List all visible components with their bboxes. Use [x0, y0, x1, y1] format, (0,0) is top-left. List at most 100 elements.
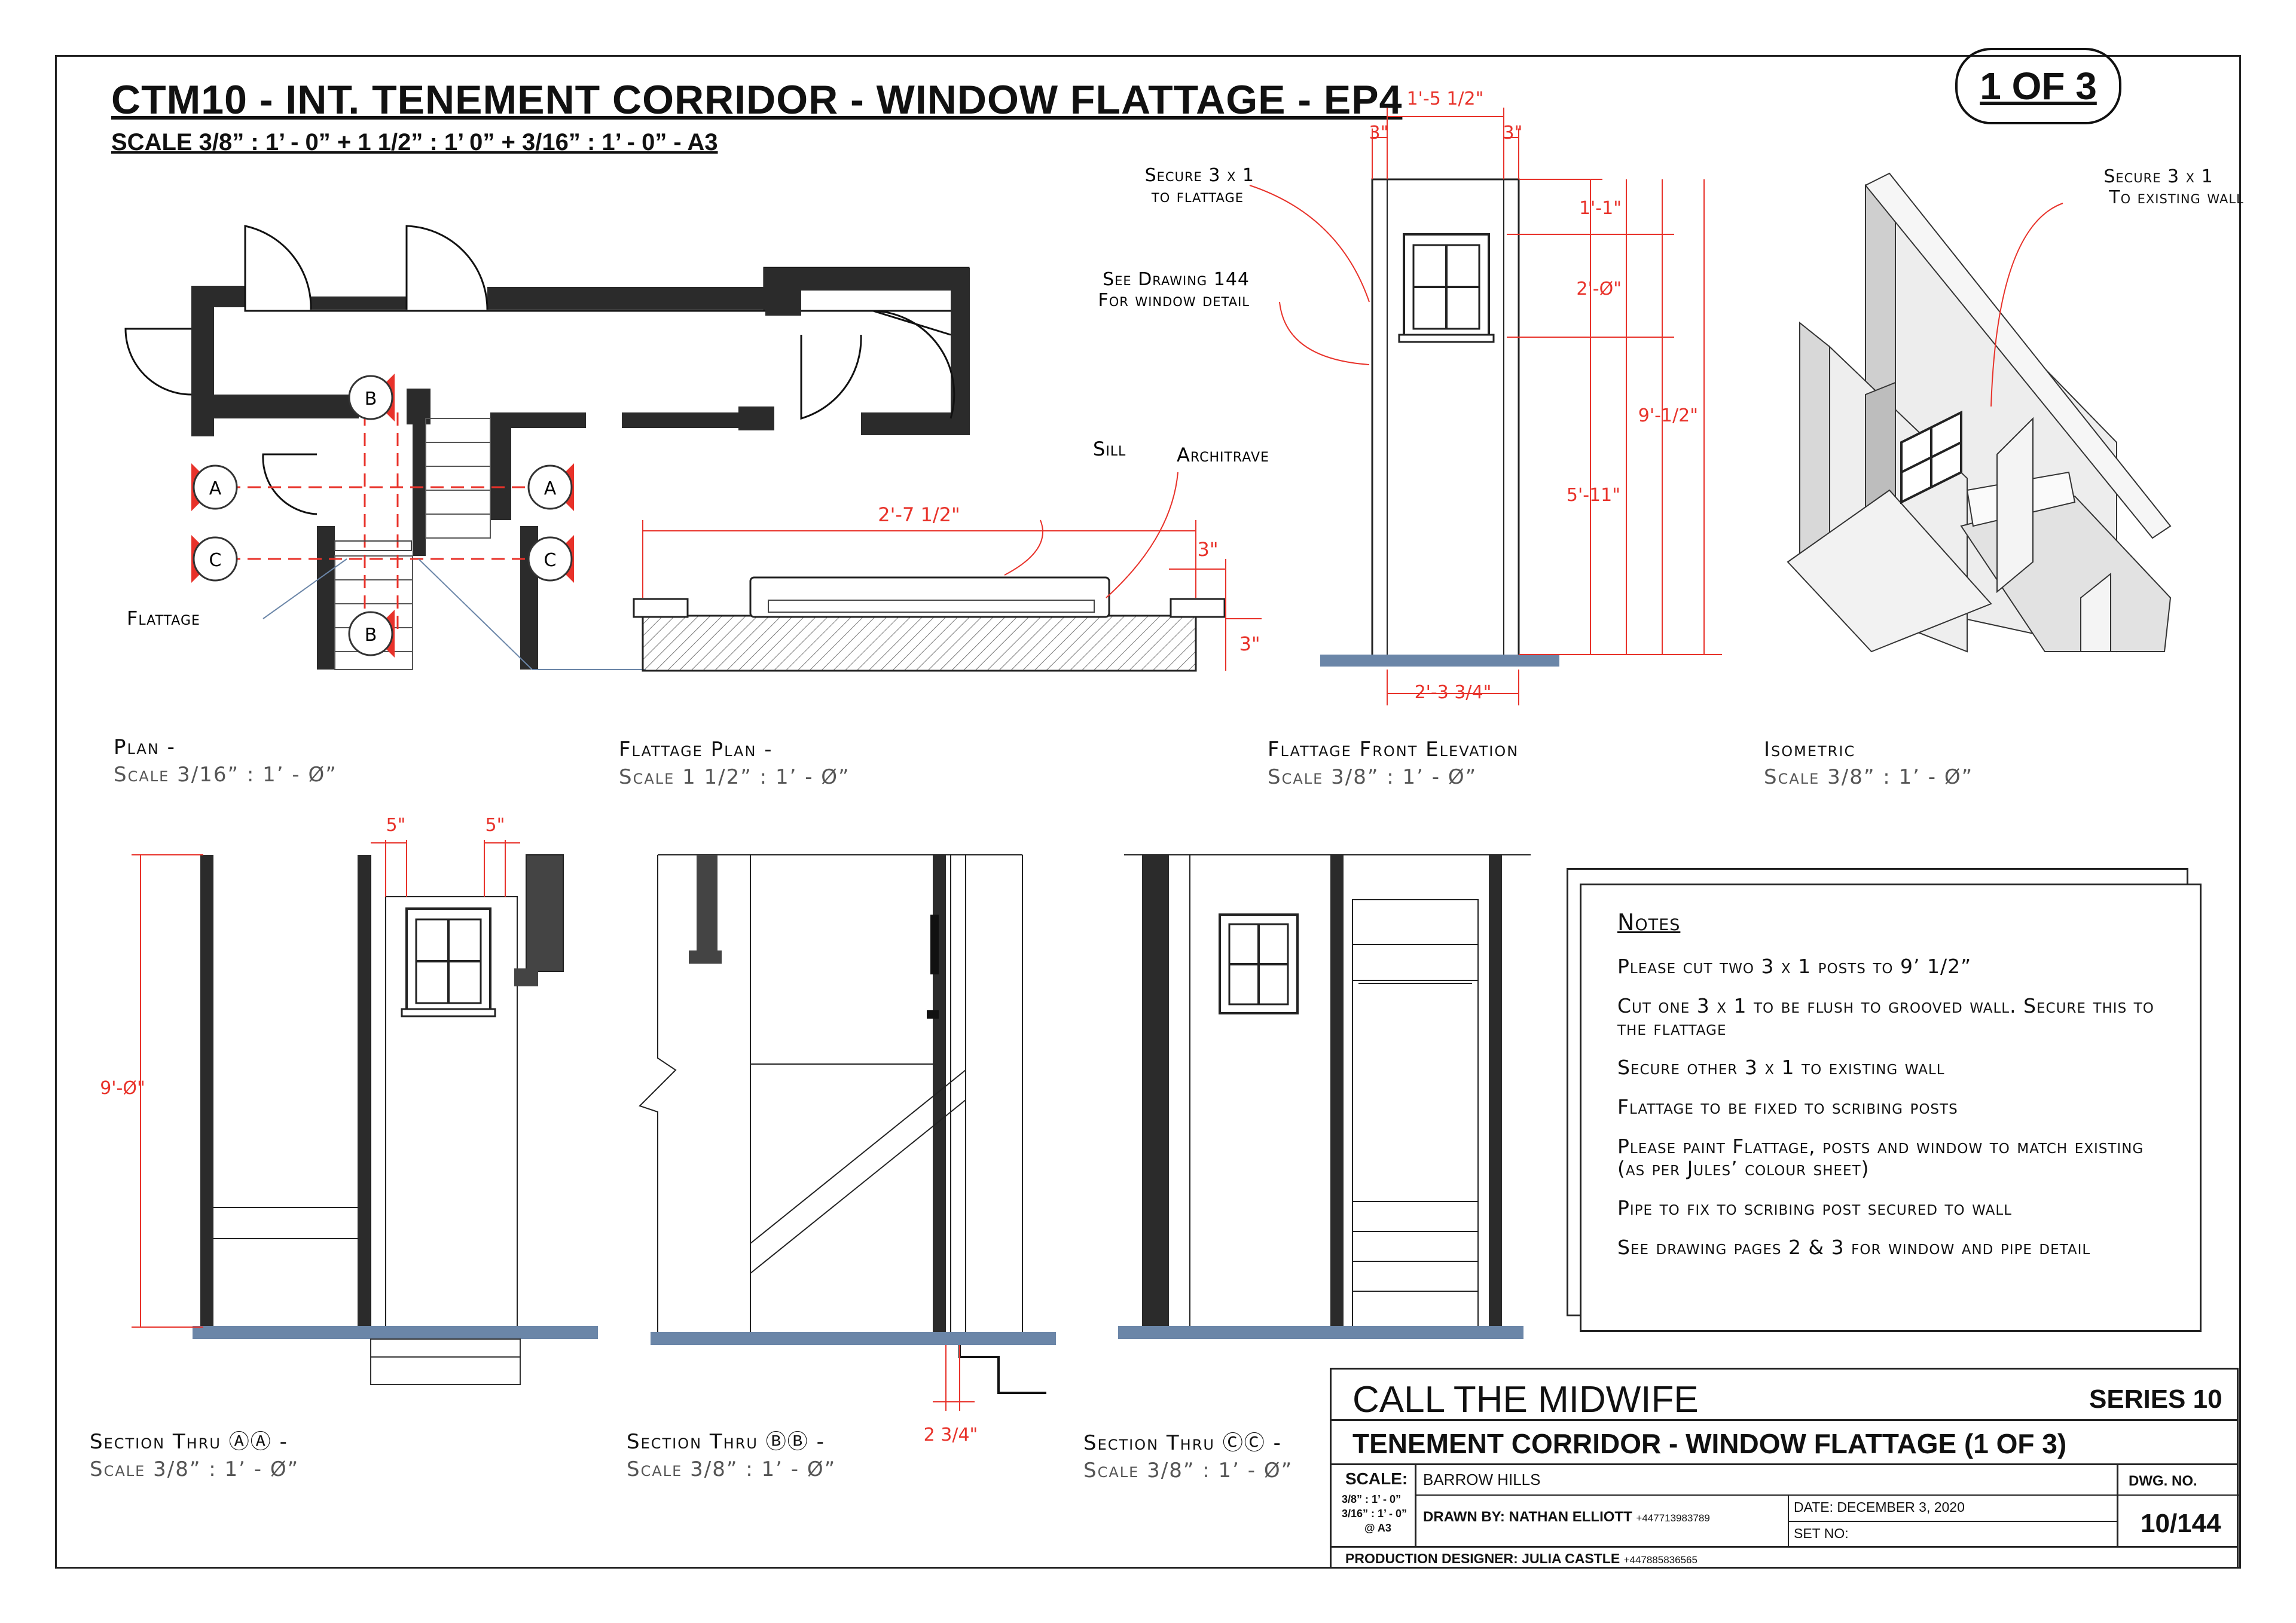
- drawing-border: [55, 55, 2241, 1569]
- secure-flattage-note-1: Secure 3 x 1: [1145, 165, 1254, 186]
- dim-flattage-3a: 3": [1197, 538, 1218, 561]
- plan-door-3: [124, 328, 192, 396]
- caption-section-a: Section Thru ⒶⒶ -Scale 3/8” : 1’ - Ø”: [90, 1430, 300, 1481]
- dim-2-3-4: 2 3/4": [924, 1425, 978, 1445]
- architrave-label: Architrave: [1177, 444, 1269, 466]
- location: BARROW HILLS: [1423, 1471, 1541, 1488]
- scale-line-2: 3/16” : 1’ - 0”: [1342, 1508, 1407, 1520]
- drawing-title: CTM10 - INT. TENEMENT CORRIDOR - WINDOW …: [111, 77, 1403, 123]
- plan-wall-north-2: [487, 287, 765, 310]
- plan-wall-north-1: [311, 297, 407, 310]
- elevation-floor: [1320, 655, 1559, 667]
- title-block: CALL THE MIDWIFE SERIES 10 TENEMENT CORR…: [1330, 1368, 2240, 1569]
- section-a-view: 9'-Ø" 5" 5": [100, 815, 598, 1385]
- dim-flattage-width: 2'-7 1/2": [878, 503, 960, 526]
- dim-1-1: 1'-1": [1579, 198, 1622, 219]
- plan-pier: [413, 389, 426, 556]
- plan-door-5: [872, 310, 955, 419]
- dim-width-top: 1'-5 1/2": [1407, 88, 1484, 109]
- flattage-plan-view: 2'-7 1/2" 3" 3" Sill Architrave: [633, 438, 1269, 672]
- drawing-date: DATE: DECEMBER 3, 2020: [1794, 1499, 1965, 1515]
- dim-side-left: 3": [1369, 123, 1389, 143]
- plan-wall-nw: [191, 286, 245, 307]
- marker-a-right: A: [527, 463, 574, 511]
- plan-stair-wall: [490, 412, 511, 520]
- plan-wall-south-6: [861, 412, 969, 435]
- secure-wall-note-1: Secure 3 x 1: [2103, 166, 2213, 187]
- secure-wall-note-2: To existing wall: [2108, 187, 2244, 208]
- note-item: Secure other 3 x 1 to existing wall: [1617, 1055, 1945, 1079]
- dim-5-b: 5": [486, 815, 505, 836]
- scale-line-1: 3/8” : 1’ - 0”: [1342, 1493, 1402, 1505]
- secure-flattage-note-2: to flattage: [1151, 186, 1244, 207]
- dim-5-11: 5'-11": [1567, 485, 1620, 506]
- plan-section-lines: [227, 412, 526, 634]
- drawing-title-block: TENEMENT CORRIDOR - WINDOW FLATTAGE (1 O…: [1352, 1428, 2067, 1459]
- plan-door-6: [262, 453, 317, 515]
- see-drawing-note-2: For window detail: [1098, 290, 1250, 311]
- svg-text:B: B: [365, 389, 377, 409]
- plan-door-1: [244, 225, 312, 310]
- marker-c-right: C: [527, 535, 574, 583]
- svg-text:C: C: [544, 550, 557, 571]
- dim-5-a: 5": [386, 815, 406, 836]
- drawn-by: DRAWN BY: NATHAN ELLIOTT +447713983789: [1423, 1509, 1710, 1525]
- svg-text:A: A: [544, 478, 557, 499]
- caption-section-c: Section Thru ⒸⒸ -Scale 3/8” : 1’ - Ø”: [1083, 1431, 1293, 1483]
- scale-label: SCALE:: [1345, 1469, 1408, 1488]
- caption-plan: Plan -Scale 3/16” : 1’ - Ø”: [114, 735, 337, 787]
- plan-wall-south-5: [738, 406, 774, 430]
- dim-2-0: 2'-Ø": [1576, 279, 1622, 299]
- plan-door-2: [405, 225, 488, 310]
- note-item: See drawing pages 2 & 3 for window and p…: [1617, 1236, 2091, 1260]
- drawing-number-label: DWG. NO.: [2129, 1473, 2197, 1489]
- marker-b-bottom: B: [348, 610, 395, 658]
- elevation-window: [1398, 233, 1495, 343]
- note-item: Pipe to fix to scribing post secured to …: [1617, 1196, 2012, 1220]
- svg-text:A: A: [209, 478, 222, 499]
- section-c-window: [1219, 913, 1299, 1014]
- notes-box: Notes Please cut two 3 x 1 posts to 9’ 1…: [1580, 884, 2202, 1332]
- sill-label: Sill: [1093, 438, 1126, 460]
- caption-flattage-plan: Flattage Plan -Scale 1 1/2” : 1’ - Ø”: [619, 738, 850, 789]
- plan-wall-jamb: [765, 268, 801, 316]
- plan-view: A A C C B B Flattage: [124, 225, 970, 670]
- see-drawing-note-1: See Drawing 144: [1103, 269, 1250, 290]
- set-number: SET NO:: [1794, 1526, 1849, 1541]
- section-b-view: 2 3/4": [639, 854, 1056, 1445]
- svg-text:C: C: [209, 550, 222, 571]
- flattage-label: Flattage: [127, 607, 200, 629]
- isometric-view: Secure 3 x 1 To existing wall: [1787, 166, 2244, 653]
- svg-text:B: B: [365, 625, 377, 646]
- plan-wall-south-4: [622, 412, 741, 428]
- production-designer: PRODUCTION DESIGNER: JULIA CASTLE +44788…: [1345, 1551, 1697, 1566]
- section-a-window: [401, 907, 496, 1017]
- flattage-plan-body: [642, 615, 1197, 672]
- note-item: Flattage to be fixed to scribing posts: [1617, 1095, 1958, 1119]
- marker-a-left: A: [191, 463, 238, 511]
- series-label: SERIES 10: [2089, 1384, 2222, 1414]
- isometric-window: [1900, 410, 1962, 505]
- flattage-plan-leader: [418, 558, 533, 670]
- flattage-plan-post-left: [633, 598, 689, 618]
- marker-b-top: B: [348, 374, 395, 421]
- flattage-plan-architrave: [768, 600, 1095, 613]
- drawing-number: 10/144: [2141, 1509, 2221, 1538]
- dim-side-right: 3": [1503, 123, 1523, 143]
- section-c-view: [1118, 854, 1531, 1339]
- plan-flattage-wall: [317, 526, 335, 670]
- flattage-plan-post-right: [1170, 598, 1226, 618]
- plan-flattage-marker: [334, 540, 412, 551]
- note-item: Please paint Flattage, posts and window …: [1617, 1135, 2144, 1180]
- marker-c-left: C: [191, 535, 238, 583]
- plan-wall-south-1: [203, 395, 359, 418]
- scale-line-3: @ A3: [1364, 1522, 1391, 1534]
- note-item: Please cut two 3 x 1 posts to 9’ 1/2”: [1617, 955, 1972, 978]
- plan-door-4: [800, 334, 862, 420]
- dim-9-0: 9'-Ø": [100, 1078, 145, 1099]
- dim-base-width: 2'-3 3/4": [1415, 682, 1492, 703]
- dim-9-half: 9'-1/2": [1638, 405, 1698, 426]
